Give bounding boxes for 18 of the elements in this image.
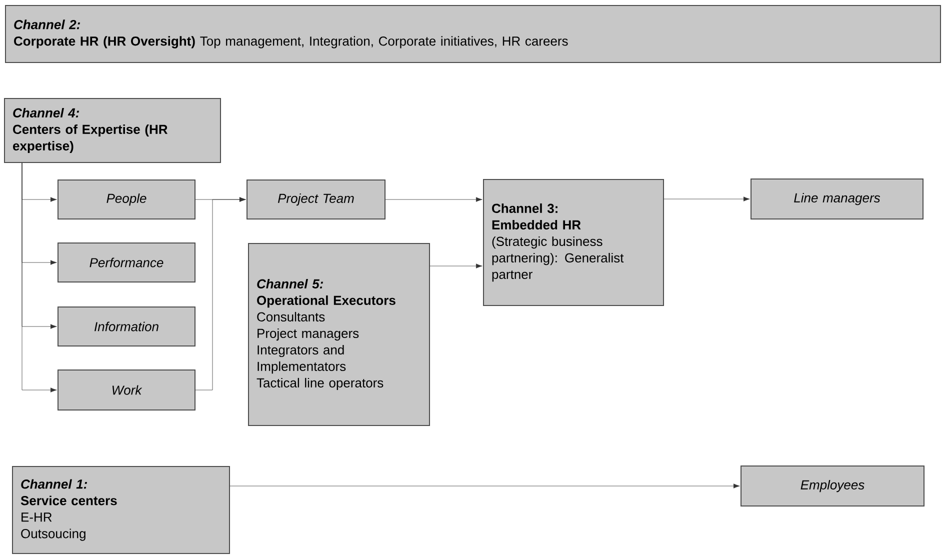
channel-box: Channel 4: Centers of Expertise (HR expertise) xyxy=(4,98,221,163)
arrow xyxy=(385,197,482,202)
label-box: Project Team xyxy=(246,180,386,220)
label-box: Work xyxy=(58,370,196,410)
label-box: Information xyxy=(58,306,196,346)
label-box: Line managers xyxy=(750,178,924,220)
label-box: People xyxy=(58,180,196,220)
channel-box: Channel 3: Embedded HR (Strategic business partnering): Generalist partner xyxy=(483,179,664,306)
arrow xyxy=(195,197,246,390)
arrow xyxy=(22,162,57,392)
channel-box: Channel 5: Operational Executors Consultants Project managers Integrators and Implementators Tactical line operators xyxy=(248,243,430,426)
label-box: Performance xyxy=(58,242,196,282)
arrow xyxy=(230,484,740,488)
label-box: Employees xyxy=(740,466,924,506)
channel-box: Channel 2: Corporate HR (HR Oversight) Top management, Integration, Corporate initiatives, HR careers xyxy=(5,5,941,63)
arrow xyxy=(430,264,482,268)
channel-box: Channel 1: Service centers E-HR Outsoucing xyxy=(12,466,230,554)
arrow xyxy=(664,196,750,202)
